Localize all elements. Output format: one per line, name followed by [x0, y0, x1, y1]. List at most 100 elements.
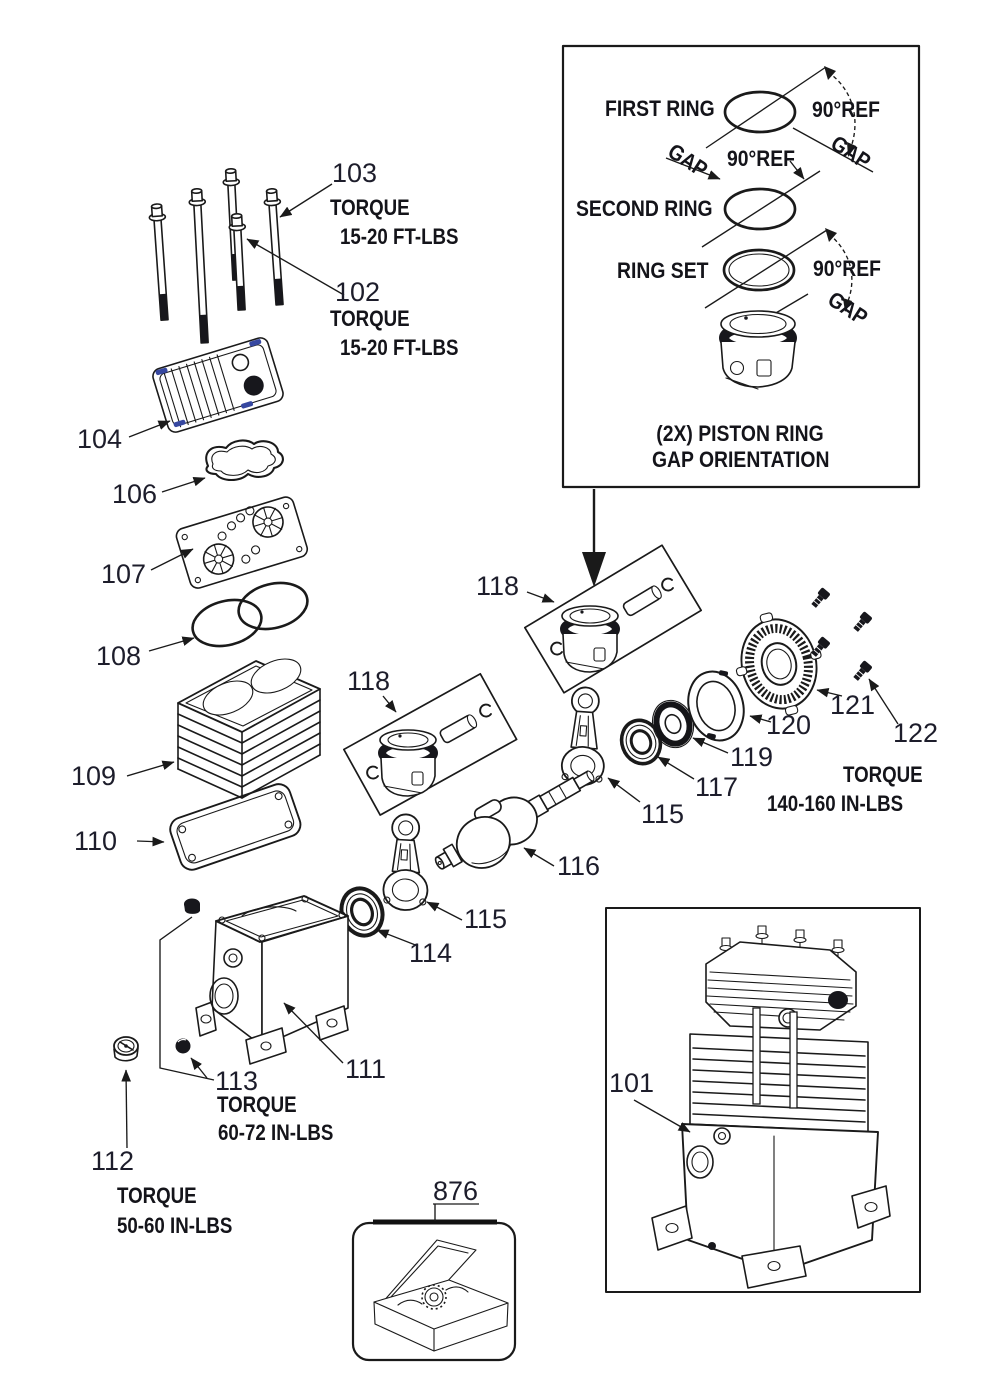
part-crankcase	[195, 895, 349, 1065]
first-ring-drawing	[723, 90, 797, 134]
leader-101	[633, 1099, 691, 1133]
leader-106	[161, 476, 206, 493]
callout-118-lower-number: 118	[347, 666, 391, 696]
callout-103-torque-value: 15-20 FT-LBS	[340, 224, 459, 249]
leader-120	[749, 714, 772, 724]
part-bearing-117	[619, 718, 663, 766]
head-accent-blue	[173, 419, 186, 428]
part-piston-kit-upper	[524, 544, 702, 694]
callout-115-left-number: 115	[464, 904, 508, 934]
leader-113-arrow	[190, 1057, 208, 1079]
inset-angle-ref-3: 90°REF	[813, 256, 882, 281]
pump-inset-box	[605, 907, 921, 1293]
ring-set-drawing	[722, 248, 796, 292]
part-connecting-rod-right	[560, 686, 605, 786]
part-head-gasket	[205, 439, 284, 482]
leader-107	[150, 548, 194, 571]
callout-112-torque-label: TORQUE	[117, 1183, 197, 1208]
callout-102-torque-value: 15-20 FT-LBS	[340, 335, 459, 360]
leader-108	[148, 636, 195, 652]
part-flange-screws	[811, 587, 872, 681]
callout-121-number: 121	[830, 690, 876, 720]
callout-106-number: 106	[112, 479, 158, 509]
callout-122-torque-value: 140-160 IN-LBS	[767, 791, 904, 816]
inset-angle-ref-1: 90°REF	[812, 97, 881, 122]
second-ring-drawing	[723, 187, 797, 231]
retaining-clip	[366, 765, 379, 780]
callout-101-number: 101	[609, 1068, 655, 1098]
leader-103	[279, 183, 333, 218]
callout-115-right-number: 115	[641, 799, 685, 829]
inset-ring-set-label: RING SET	[617, 258, 709, 283]
callout-122-number: 122	[893, 718, 939, 748]
part-bearing-flange	[735, 612, 822, 716]
piston-drawing	[719, 293, 809, 390]
inset-caption-line1: (2X) PISTON RING	[656, 421, 824, 446]
callout-122-torque-label: TORQUE	[843, 762, 923, 787]
piston	[560, 605, 620, 673]
callout-109-number: 109	[71, 761, 117, 791]
leader-114	[376, 929, 419, 947]
callout-119-number: 119	[730, 742, 774, 772]
callout-104-number: 104	[77, 424, 123, 454]
leader-lines	[121, 183, 899, 1149]
part-vent-plugs	[175, 898, 200, 1054]
leader-113-line	[159, 916, 215, 1081]
leader-118-upper	[526, 591, 555, 603]
leader-102	[246, 238, 345, 296]
leader-122	[868, 678, 899, 725]
head-accent-blue	[241, 401, 254, 409]
callout-103-torque-label: TORQUE	[330, 195, 410, 220]
inset-first-ring-label: FIRST RING	[605, 96, 715, 121]
part-oil-plug	[113, 1036, 139, 1062]
leader-121	[816, 687, 843, 698]
inset-angle-ref-2: 90°REF	[727, 146, 796, 171]
callout-113-torque-value: 60-72 IN-LBS	[218, 1120, 334, 1145]
retaining-clip	[479, 703, 492, 718]
callout-117-number: 117	[695, 772, 739, 802]
part-cylinder-head	[152, 337, 284, 433]
inset-caption-line2: GAP ORIENTATION	[652, 447, 830, 472]
head-port-dark	[243, 375, 264, 396]
part-flange-gasket	[687, 670, 745, 742]
callout-876-number: 876	[433, 1176, 479, 1206]
callout-113-torque-label: TORQUE	[217, 1092, 297, 1117]
part-piston-kit-lower	[342, 672, 518, 816]
callout-118-upper-number: 118	[476, 571, 520, 601]
part-cylinder	[177, 658, 321, 799]
callout-112-number: 112	[91, 1146, 135, 1176]
callout-113-number: 113	[215, 1066, 259, 1096]
part-base-gasket	[169, 783, 302, 871]
leader-112	[121, 1069, 132, 1149]
leader-109	[126, 760, 175, 777]
callout-114-number: 114	[409, 938, 453, 968]
leader-116	[523, 847, 555, 867]
ring-orientation-inset	[561, 44, 921, 489]
leader-119	[692, 737, 729, 754]
part-gasket-kit-box	[351, 1203, 517, 1362]
callout-110-number: 110	[74, 826, 118, 856]
callout-111-number: 111	[345, 1054, 387, 1084]
callout-112-torque-value: 50-60 IN-LBS	[117, 1213, 233, 1238]
callout-102-torque-label: TORQUE	[330, 306, 410, 331]
part-valve-plate	[175, 496, 309, 589]
leader-104	[128, 420, 171, 438]
leader-111	[283, 1002, 344, 1064]
leader-115-right	[607, 777, 641, 803]
inset-pointer-arrow	[582, 489, 606, 587]
part-o-rings	[191, 581, 309, 648]
callout-108-number: 108	[96, 641, 142, 671]
part-assembled-pump	[605, 907, 921, 1293]
piston	[378, 729, 438, 797]
callout-107-number: 107	[101, 559, 147, 589]
piston-pin	[439, 714, 478, 744]
callout-102-number: 102	[335, 277, 381, 307]
head-accent-blue	[249, 339, 262, 347]
inset-second-ring-label: SECOND RING	[576, 196, 713, 221]
part-connecting-rod-left	[382, 813, 429, 911]
leader-110	[136, 836, 165, 847]
head-accent-blue	[155, 367, 168, 376]
callout-116-number: 116	[557, 851, 601, 881]
part-head-bolts	[148, 167, 284, 344]
